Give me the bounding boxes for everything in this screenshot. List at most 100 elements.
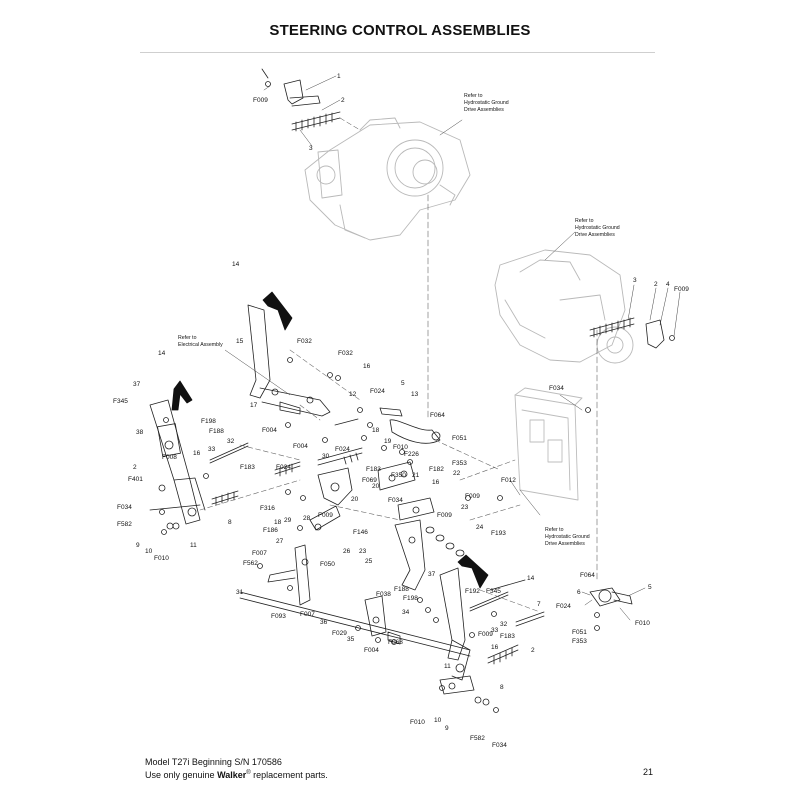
callout: 18: [372, 427, 380, 434]
left-steering-lever: [149, 399, 206, 525]
callout: 6: [577, 589, 581, 596]
callout: F069: [362, 477, 377, 484]
hydro-drive-top-ghost: [304, 117, 471, 241]
callout: 8: [228, 519, 232, 526]
parts-notice: Use only genuine Walker® replacement par…: [145, 768, 328, 781]
callout: 14: [158, 350, 166, 357]
page-footer: Model T27i Beginning S/N 170586 Use only…: [145, 757, 328, 781]
callout: F029: [332, 630, 347, 637]
callout: F064: [580, 572, 595, 579]
page-title: STEERING CONTROL ASSEMBLIES: [269, 22, 531, 39]
callout: F401: [128, 476, 143, 483]
callout: F193: [491, 530, 506, 537]
callout: F183: [500, 633, 515, 640]
callout: 11: [190, 542, 197, 549]
callout: 36: [320, 619, 328, 626]
note-hydro-right-1: Refer to: [575, 218, 594, 224]
callout: 10: [434, 717, 442, 724]
callout: F010: [393, 444, 408, 451]
callout: F051: [452, 435, 467, 442]
washer-stack: [425, 526, 465, 557]
top-steering-spring: [261, 68, 341, 132]
callout: 3: [309, 145, 313, 152]
callout: F188: [209, 428, 224, 435]
callout: 12: [349, 391, 357, 398]
callout: 2: [654, 281, 658, 288]
callout: F004: [364, 647, 379, 654]
callout: 2: [341, 97, 345, 104]
callout: 20: [372, 483, 380, 490]
callout: F068: [388, 639, 403, 646]
callout: 31: [236, 589, 244, 596]
callout: F038: [376, 591, 391, 598]
callout: F008: [162, 454, 177, 461]
callout: 16: [193, 450, 201, 457]
callout: 15: [236, 338, 244, 345]
callout: 26: [343, 548, 351, 555]
right-damper-and-rods: [469, 579, 545, 706]
callout: F034: [549, 385, 564, 392]
callout: 24: [476, 524, 484, 531]
note-electrical-2: Electrical Assembly: [178, 342, 223, 348]
callout: 21: [412, 472, 420, 479]
callout: 32: [500, 621, 508, 628]
callout: F188: [394, 586, 409, 593]
callout: F004: [293, 443, 308, 450]
callout: F009: [253, 97, 268, 104]
callout: F198: [403, 595, 418, 602]
callout: F050: [320, 561, 335, 568]
callout: F009: [478, 631, 493, 638]
note-hydro-right-2: Hydrostatic Ground: [575, 225, 620, 231]
callout: F182: [429, 466, 444, 473]
right-grip-arrow: [457, 554, 489, 589]
callout: 16: [491, 644, 499, 651]
model-line: Model T27i Beginning S/N 170586: [145, 757, 282, 767]
right-steering-spring: [589, 317, 675, 349]
callout: F093: [271, 613, 286, 620]
callout: F198: [201, 418, 216, 425]
callout: 18: [274, 519, 282, 526]
callout: 30: [322, 453, 330, 460]
right-steering-lever: [439, 567, 475, 695]
callout: F007: [300, 611, 315, 618]
callout: 19: [384, 438, 392, 445]
callout: 14: [232, 261, 240, 268]
callout: 22: [453, 470, 461, 477]
callout: F012: [501, 477, 516, 484]
callout: F582: [470, 735, 485, 742]
callout: F350: [391, 472, 406, 479]
ball-joint-assembly: [589, 587, 633, 631]
callout: F192: [465, 588, 480, 595]
note-hydro-right-3: Drive Assemblies: [575, 232, 615, 238]
callout: 9: [136, 542, 140, 549]
callout: F186: [263, 527, 278, 534]
callout: F009: [465, 493, 480, 500]
notice-prefix: Use only genuine: [145, 770, 218, 780]
callout: F024: [335, 446, 350, 453]
callout: F146: [353, 529, 368, 536]
callout: F345: [113, 398, 128, 405]
part-callouts: 1 2 3 F009 3 2 4 F009 14 15 F032 F032 16…: [113, 73, 689, 749]
callout: 5: [401, 380, 405, 387]
callout: F034: [492, 742, 507, 749]
callout: 29: [284, 517, 292, 524]
title-divider: [140, 52, 655, 53]
hardware-bolts-nuts: [159, 357, 591, 713]
callout: 37: [133, 381, 141, 388]
callout: 2: [531, 647, 535, 654]
callout: F226: [404, 451, 419, 458]
callout: F032: [338, 350, 353, 357]
callout: 34: [402, 609, 410, 616]
callout: 33: [208, 446, 216, 453]
callout: 8: [500, 684, 504, 691]
callout: F024: [556, 603, 571, 610]
callout: 7: [537, 601, 541, 608]
callout: F064: [430, 412, 445, 419]
page-number: 21: [643, 767, 654, 777]
callout: 23: [461, 504, 469, 511]
mounting-plate-ghost: [514, 387, 583, 501]
callout: F010: [154, 555, 169, 562]
callout: 11: [444, 663, 451, 670]
